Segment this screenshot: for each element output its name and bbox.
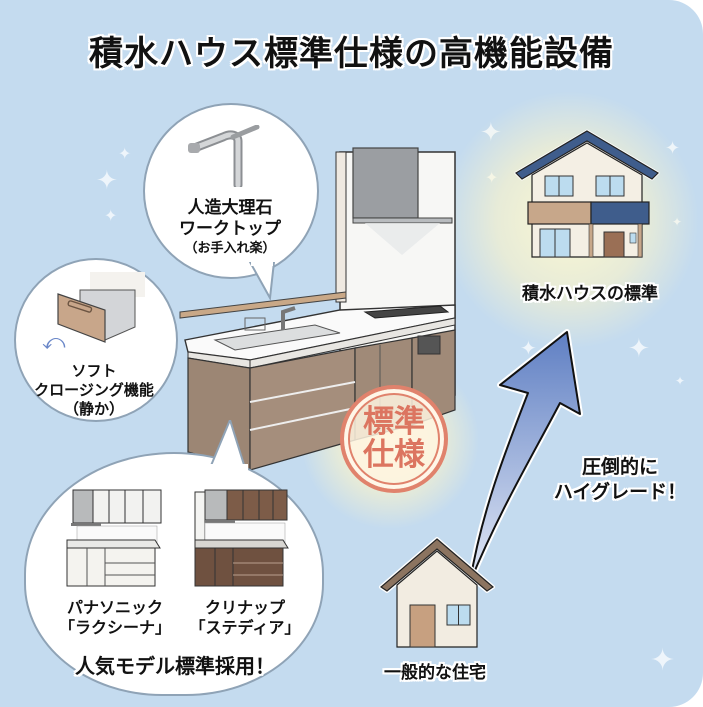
sparkle-icon: ✦: [96, 166, 118, 196]
panasonic-model: 「ラクシーナ」: [58, 618, 171, 637]
sparkle-icon: ✦: [628, 334, 650, 364]
faucet-icon: [188, 125, 260, 187]
soft-close-line2: クロージング機能: [34, 380, 154, 399]
sparkle-icon: ✦: [104, 206, 118, 225]
soft-close-line3: （静か）: [63, 399, 124, 418]
premium-house-icon: [514, 129, 660, 258]
cleanup-kitchen-image: [194, 489, 289, 587]
cleanup-brand: クリナップ: [204, 598, 285, 617]
panasonic-brand: パナソニック: [66, 598, 163, 617]
drawer-icon: [57, 272, 145, 343]
soft-close-arrow-icon: ⤺: [42, 330, 66, 355]
panasonic-label: パナソニック 「ラクシーナ」: [50, 598, 180, 638]
standard-house-icon: [379, 537, 495, 648]
soft-close-label: ソフト クロージング機能 （静か）: [24, 362, 164, 418]
soft-close-line1: ソフト: [71, 362, 117, 380]
stamp-line1: 標準: [363, 404, 425, 441]
page-title: 積水ハウス標準仕様の高機能設備: [89, 34, 614, 74]
sparkle-icon: ✦: [650, 643, 676, 678]
worktop-line1: 人造大理石: [187, 198, 273, 218]
sparkle-icon: ✦: [675, 374, 686, 388]
cleanup-model: 「ステディア」: [189, 618, 301, 637]
sparkle-icon: ✦: [118, 144, 132, 163]
bubble-tail: [248, 262, 276, 302]
worktop-label: 人造大理石 ワークトップ （お手入れ楽）: [150, 198, 310, 257]
high-grade-line2: ハイグレード！: [553, 480, 687, 503]
bubble-tail: [208, 420, 248, 470]
worktop-line2: ワークトップ: [179, 219, 281, 240]
standard-house-label: 一般的な住宅: [384, 663, 486, 683]
worktop-line3: （お手入れ楽）: [184, 240, 276, 256]
standard-spec-stamp: 標準 仕様: [340, 385, 448, 493]
high-grade-label: 圧倒的に ハイグレード！: [545, 455, 695, 504]
cleanup-label: クリナップ 「ステディア」: [180, 598, 310, 638]
upgrade-arrow-icon: [467, 329, 583, 585]
popular-model-caption: 人気モデル標準採用！: [75, 654, 275, 678]
stamp-line2: 仕様: [363, 437, 425, 473]
panasonic-kitchen-image: [66, 489, 162, 587]
premium-house-label: 積水ハウスの標準: [522, 284, 658, 304]
high-grade-line1: 圧倒的に: [581, 456, 658, 478]
